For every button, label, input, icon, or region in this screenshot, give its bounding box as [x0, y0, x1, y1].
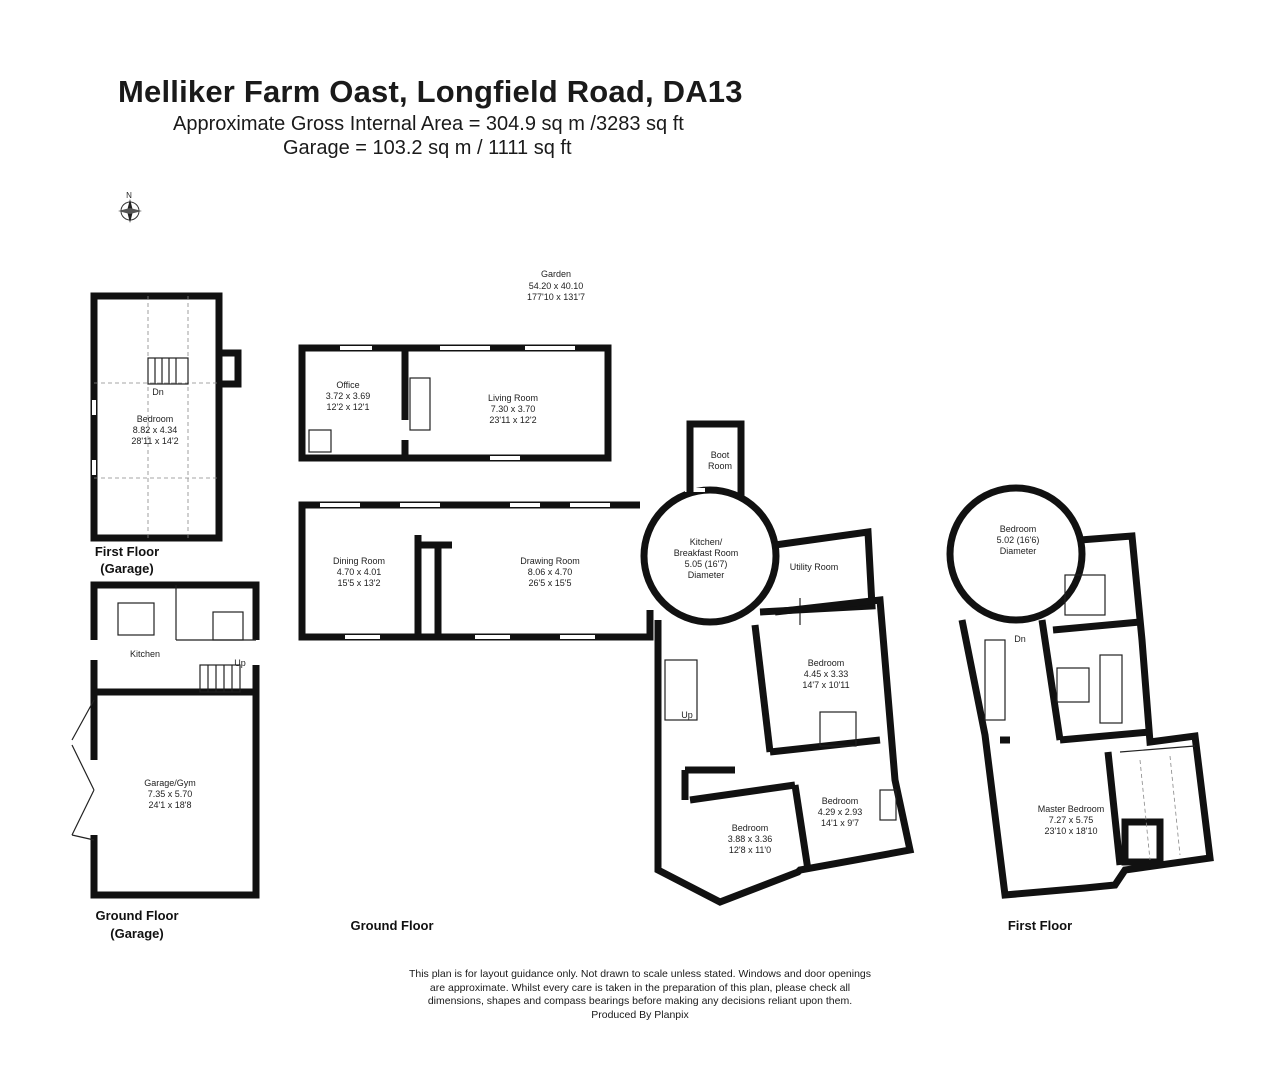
- office-metric: 3.72 x 3.69: [326, 391, 371, 401]
- garage-gym-metric: 7.35 x 5.70: [148, 789, 193, 799]
- living-room-metric: 7.30 x 3.70: [491, 404, 536, 414]
- dining-room-imperial: 15'5 x 13'2: [338, 578, 381, 588]
- stairs-down-label: Dn: [152, 387, 164, 397]
- garage-bedroom-metric: 8.82 x 4.34: [133, 425, 178, 435]
- office-name: Office: [336, 380, 359, 390]
- garden-name: Garden: [541, 269, 571, 279]
- ff-garage-floor-sublabel: (Garage): [100, 561, 153, 576]
- master-bedroom-name: Master Bedroom: [1038, 804, 1105, 814]
- drawing-room-name: Drawing Room: [520, 556, 580, 566]
- first-floor-plan: [946, 484, 1214, 899]
- first-floor-label: First Floor: [1008, 918, 1072, 933]
- kitchen-breakfast-metric: 5.05 (16'7): [685, 559, 728, 569]
- disclaimer-line-1: This plan is for layout guidance only. N…: [408, 968, 872, 980]
- garden-metric: 54.20 x 40.10: [529, 281, 584, 291]
- garage-gym-imperial: 24'1 x 18'8: [149, 800, 192, 810]
- garage-area-line: Garage = 103.2 sq m / 1111 sq ft: [283, 137, 572, 159]
- ground-floor-garage-plan: [71, 581, 260, 899]
- gf-garage-floor-label: Ground Floor: [95, 908, 178, 923]
- page-title: Melliker Farm Oast, Longfield Road, DA13: [118, 74, 743, 109]
- ground-floor-plan: [298, 344, 915, 906]
- garage-bedroom-name: Bedroom: [137, 414, 174, 424]
- gross-area-line: Approximate Gross Internal Area = 304.9 …: [173, 113, 684, 135]
- kitchen-breakfast-extra: Diameter: [688, 570, 725, 580]
- garage-bedroom-imperial: 28'11 x 14'2: [131, 436, 178, 446]
- living-room-imperial: 23'11 x 12'2: [489, 415, 536, 425]
- gf-garage-floor-sublabel: (Garage): [110, 926, 163, 941]
- office-imperial: 12'2 x 12'1: [327, 402, 370, 412]
- bedroom-g3-imperial: 12'8 x 11'0: [729, 845, 771, 855]
- kitchen-breakfast-name-1: Kitchen/: [690, 537, 723, 547]
- bedroom-g2-metric: 4.29 x 2.93: [818, 807, 863, 817]
- bedroom-g1-imperial: 14'7 x 10'11: [802, 680, 849, 690]
- ff-round-bedroom-name: Bedroom: [1000, 524, 1037, 534]
- garden-imperial: 177'10 x 131'7: [527, 292, 585, 302]
- living-room-name: Living Room: [488, 393, 538, 403]
- bedroom-g1-name: Bedroom: [808, 658, 845, 668]
- dining-room-metric: 4.70 x 4.01: [337, 567, 382, 577]
- garage-gym-name: Garage/Gym: [144, 778, 196, 788]
- master-bedroom-metric: 7.27 x 5.75: [1049, 815, 1094, 825]
- stairs-up-label-main: Up: [681, 710, 693, 720]
- garage-kitchen-name: Kitchen: [130, 649, 160, 659]
- bedroom-g3-name: Bedroom: [732, 823, 769, 833]
- kitchen-breakfast-name-2: Breakfast Room: [674, 548, 739, 558]
- ff-round-bedroom-metric: 5.02 (16'6): [997, 535, 1040, 545]
- disclaimer-line-3: dimensions, shapes and compass bearings …: [427, 995, 853, 1007]
- disclaimer: This plan is for layout guidance only. N…: [380, 968, 900, 1022]
- dining-room-name: Dining Room: [333, 556, 385, 566]
- boot-room-name-2: Room: [708, 461, 732, 471]
- first-floor-garage-plan: [90, 292, 242, 542]
- ff-garage-floor-label: First Floor: [95, 544, 159, 559]
- bedroom-g1-metric: 4.45 x 3.33: [804, 669, 849, 679]
- boot-room-name-1: Boot: [711, 450, 730, 460]
- stairs-down-label-main: Dn: [1014, 634, 1026, 644]
- utility-room-name: Utility Room: [790, 562, 839, 572]
- ff-round-bedroom-extra: Diameter: [1000, 546, 1037, 556]
- drawing-room-metric: 8.06 x 4.70: [528, 567, 573, 577]
- compass-north-label: N: [126, 191, 132, 200]
- disclaimer-line-2: are approximate. Whilst every care is ta…: [429, 981, 851, 994]
- bedroom-g3-metric: 3.88 x 3.36: [728, 834, 773, 844]
- drawing-room-imperial: 26'5 x 15'5: [529, 578, 572, 588]
- bedroom-g2-imperial: 14'1 x 9'7: [821, 818, 859, 828]
- compass-icon: N: [118, 191, 142, 223]
- disclaimer-line-4: Produced By Planpix: [591, 1008, 689, 1021]
- stairs-up-label-garage: Up: [234, 658, 246, 668]
- master-bedroom-imperial: 23'10 x 18'10: [1045, 826, 1098, 836]
- bedroom-g2-name: Bedroom: [822, 796, 859, 806]
- ground-floor-label: Ground Floor: [350, 918, 433, 933]
